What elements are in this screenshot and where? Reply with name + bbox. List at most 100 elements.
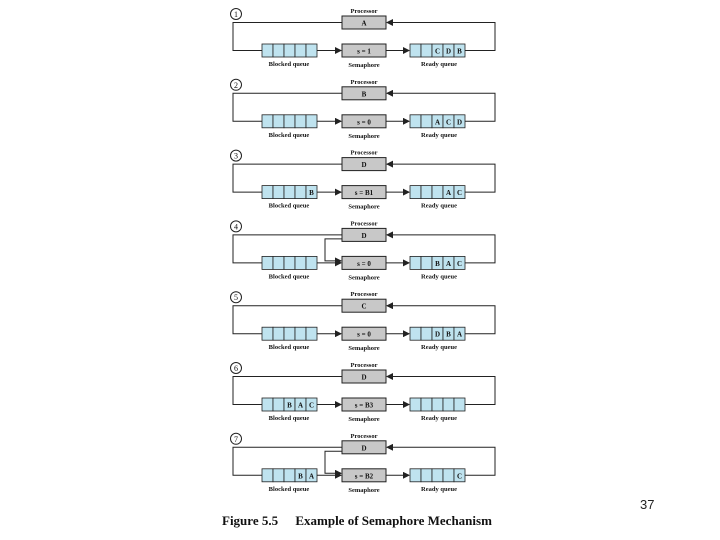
blocked-queue-cell: [283, 326, 296, 341]
ready-queue-label: Ready queue: [421, 344, 457, 351]
ready-queue-cell: [420, 255, 433, 270]
blocked-queue-cell: [272, 255, 285, 270]
blocked-queue-cell: [305, 114, 318, 129]
semaphore-label: Semaphore: [348, 274, 379, 281]
blocked-queue-cell: [305, 326, 318, 341]
ready-queue-cell: [453, 397, 466, 412]
blocked-queue-cell: [294, 255, 307, 270]
processor-label: Processor: [351, 8, 378, 15]
processor-loop-line: [232, 22, 342, 51]
ready-queue-cell: [431, 185, 444, 200]
ready-queue-cell: [442, 468, 455, 483]
ready-queue-item: A: [435, 118, 440, 126]
ready-queue-cell: [420, 468, 433, 483]
blocked-queue-cell: [272, 468, 285, 483]
processor-label: Processor: [351, 362, 378, 369]
processor-value: C: [361, 303, 366, 311]
ready-queue-item: A: [446, 260, 451, 268]
blocked-queue-cell: [283, 114, 296, 129]
figure-title: Example of Semaphore Mechanism: [295, 513, 492, 528]
blocked-queue-cell: [283, 468, 296, 483]
blocked-queue-cell: [305, 43, 318, 58]
ready-queue-item: B: [457, 48, 462, 56]
blocked-queue-item: B: [298, 472, 303, 480]
ready-to-processor-arrow: [386, 89, 496, 122]
ready-to-processor-arrow: [386, 160, 496, 193]
ready-queue-label: Ready queue: [421, 273, 457, 280]
processor-label: Processor: [351, 433, 378, 440]
ready-queue-cell: [409, 326, 422, 341]
processor-label: Processor: [351, 79, 378, 86]
blocked-queue-item: A: [298, 402, 303, 410]
step-number: 2: [234, 81, 238, 90]
blocked-queue-label: Blocked queue: [269, 486, 310, 493]
processor-value: D: [361, 374, 366, 382]
ready-queue-item: D: [435, 331, 440, 339]
figure-caption: Figure 5.5 Example of Semaphore Mechanis…: [222, 513, 492, 529]
blocked-queue-cell: [294, 43, 307, 58]
ready-queue-cell: [409, 185, 422, 200]
ready-queue-label: Ready queue: [421, 61, 457, 68]
semaphore-label: Semaphore: [348, 345, 379, 352]
blocked-queue-label: Blocked queue: [269, 61, 310, 68]
semaphore-value: s = B1: [355, 189, 374, 197]
blocked-queue-cell: [261, 326, 274, 341]
blocked-queue-cell: [272, 185, 285, 200]
ready-queue-cell: [420, 43, 433, 58]
processor-value: D: [361, 444, 366, 452]
ready-queue-item: D: [446, 48, 451, 56]
ready-queue-cell: [420, 326, 433, 341]
processor-label: Processor: [351, 291, 378, 298]
ready-queue-item: A: [446, 189, 451, 197]
ready-queue-item: C: [457, 189, 462, 197]
blocked-queue-cell: [261, 397, 274, 412]
ready-queue-cell: [420, 185, 433, 200]
step-number-circle: [230, 432, 242, 445]
processor-value: D: [361, 232, 366, 240]
processor-loop-line: [232, 305, 342, 335]
step-number-circle: [230, 362, 242, 374]
ready-to-processor-arrow: [386, 231, 496, 264]
blocked-queue-label: Blocked queue: [269, 203, 310, 210]
step-number-circle: [230, 149, 242, 162]
ready-to-processor-arrow: [386, 443, 496, 476]
ready-queue-cell: [420, 114, 433, 129]
ready-queue-label: Ready queue: [421, 486, 457, 493]
blocked-queue-cell: [272, 326, 285, 341]
blocked-queue-cell: [272, 43, 285, 58]
blocked-queue-cell: [261, 185, 274, 200]
step-number: 5: [234, 293, 238, 302]
semaphore-label: Semaphore: [348, 416, 379, 423]
step-number-circle: [230, 220, 242, 233]
processor-loop-line: [232, 163, 342, 193]
step-number-circle: [230, 8, 242, 20]
ready-queue-item: C: [446, 118, 451, 126]
ready-queue-item: A: [457, 331, 462, 339]
semaphore-value: s = B3: [355, 402, 374, 410]
step-number-circle: [230, 291, 242, 304]
semaphore-label: Semaphore: [348, 487, 379, 494]
processor-label: Processor: [351, 150, 378, 157]
processor-value: B: [362, 90, 367, 98]
processor-loop-line: [232, 234, 342, 264]
step-number-circle: [230, 78, 242, 91]
processor-loop-line: [232, 376, 342, 405]
blocked-queue-cell: [294, 114, 307, 129]
ready-to-processor-arrow: [386, 373, 496, 405]
ready-to-processor-arrow: [386, 19, 496, 51]
blocked-queue-cell: [272, 114, 285, 129]
ready-queue-item: B: [446, 331, 451, 339]
processor-loop-line: [232, 92, 342, 122]
blocked-queue-cell: [294, 326, 307, 341]
ready-queue-item: C: [435, 48, 440, 56]
ready-queue-cell: [442, 397, 455, 412]
ready-queue-item: C: [457, 472, 462, 480]
semaphore-label: Semaphore: [348, 62, 379, 69]
